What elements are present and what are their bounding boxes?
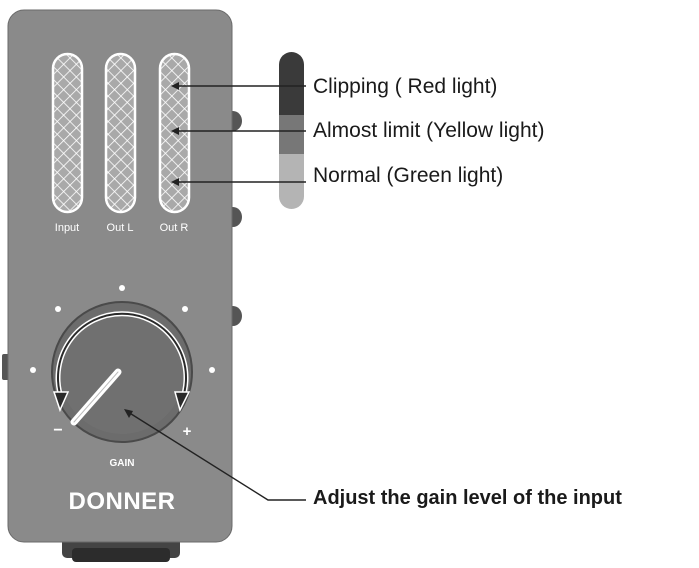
legend-label-normal: Normal (Green light)	[313, 164, 504, 187]
gain-plus-symbol: +	[183, 423, 192, 440]
gain-label: GAIN	[110, 458, 135, 469]
legend-label-almost-limit: Almost limit (Yellow light)	[313, 119, 545, 142]
gain-minus-symbol: −	[53, 422, 62, 439]
knob-pointer	[70, 368, 122, 426]
gain-callout-leader	[124, 409, 306, 501]
meter-input	[51, 52, 84, 214]
meter-out-l	[104, 52, 137, 214]
meter-label-input: Input	[55, 222, 79, 234]
meter-out-r	[158, 52, 191, 214]
legend-leader-lines	[175, 85, 306, 183]
meter-label-out-r: Out R	[160, 222, 189, 234]
knob-scale-dots	[30, 285, 215, 373]
gain-knob[interactable]	[51, 301, 193, 443]
brand-logo-text: DONNER	[68, 488, 175, 515]
rotation-arc-dark	[57, 312, 187, 401]
legend-leader-arrows	[171, 82, 179, 186]
device-foot-bottom	[72, 548, 170, 562]
arc-arrow-right	[174, 391, 191, 413]
arc-arrow-left	[52, 391, 70, 413]
gain-callout-text: Adjust the gain level of the input	[313, 487, 622, 509]
legend-label-clipping: Clipping ( Red light)	[313, 75, 498, 98]
meter-label-out-l: Out L	[107, 222, 134, 234]
